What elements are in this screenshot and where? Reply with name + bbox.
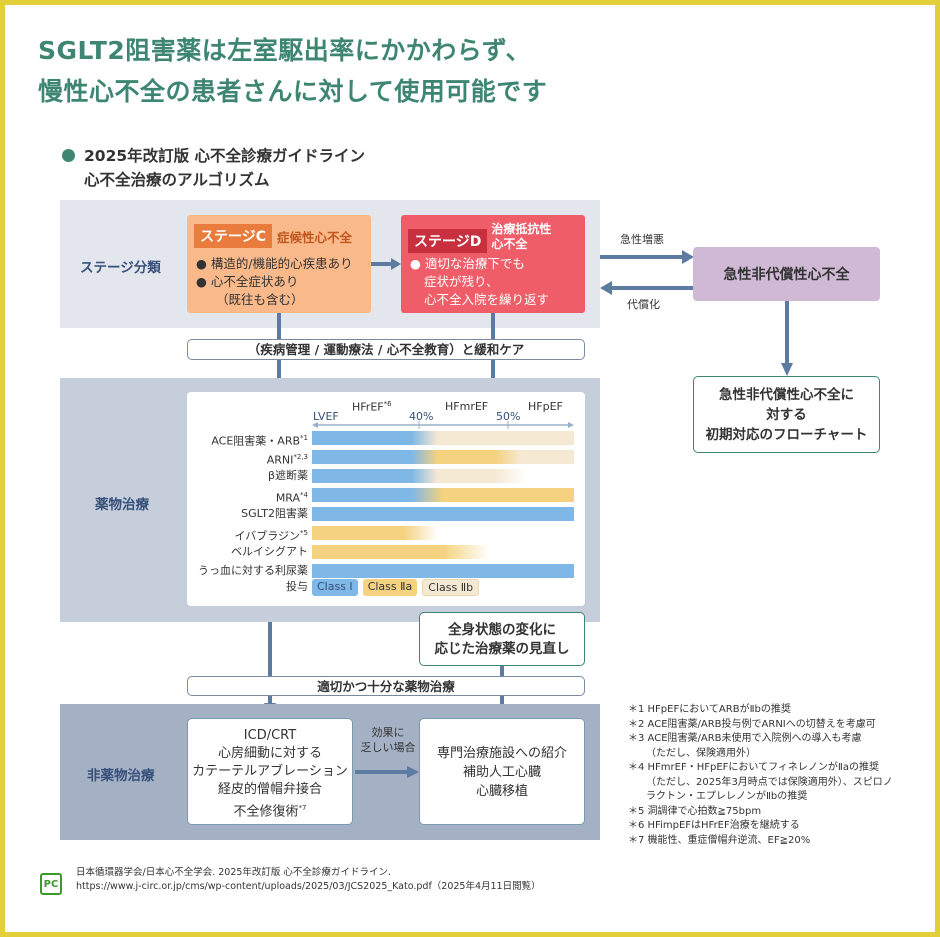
footnotes: ＊1 HFpEFにおいてARBがⅡbの推奨 ＊2 ACE阻害薬/ARB投与例でA… <box>628 704 893 846</box>
drug-label-vericiguat: ベルイシグアト <box>231 545 308 558</box>
care-pill: （疾病管理 / 運動療法 / 心不全教育）と緩和ケア <box>187 339 585 360</box>
stage-c-tag: ステージC <box>194 224 272 248</box>
bar-vericiguat <box>312 545 574 559</box>
lvef-axis-line <box>312 421 574 429</box>
specialist-referral-box: 専門治療施設への紹介 補助人工心臓 心臓移植 <box>419 718 585 825</box>
drug-label-sglt2: SGLT2阻害薬 <box>241 507 308 520</box>
legend-class2a: Class Ⅱa <box>362 579 418 596</box>
bullet-dot <box>62 149 75 162</box>
drug-label-mra: MRA*4 <box>275 491 308 505</box>
stage-c-box: ステージC 症候性心不全 ● 構造的/機能的心疾患あり ● 心不全症状あり （既… <box>187 215 371 313</box>
citation: 日本循環器学会/日本心不全学会. 2025年改訂版 心不全診療ガイドライン. h… <box>76 867 541 892</box>
axis-hfmref: HFmrEF <box>445 400 489 413</box>
class-legend: Class Ⅰ Class Ⅱa Class Ⅱb <box>312 579 480 596</box>
stage-d-tag: ステージD <box>408 229 488 253</box>
algorithm-subtitle: 2025年改訂版 心不全診療ガイドライン 心不全治療のアルゴリズム <box>84 147 366 189</box>
device-therapy-box: ICD/CRT 心房細動に対する カテーテルアブレーション 経皮的僧帽弁接合 不… <box>187 718 353 825</box>
stage-c-name: 症候性心不全 <box>277 229 353 245</box>
legend-class2b: Class Ⅱb <box>422 579 480 596</box>
worsening-label: 急性増悪 <box>620 233 664 246</box>
drug-label-beta-blocker: β遮断薬 <box>267 469 308 482</box>
drug-label-arni: ARNI*2,3 <box>266 453 308 467</box>
medication-review-box: 全身状態の変化に 応じた治療薬の見直し <box>419 612 585 666</box>
bar-beta-blocker <box>312 469 574 483</box>
legend-class1: Class Ⅰ <box>312 579 358 596</box>
arrow-drug-down-left <box>264 622 276 715</box>
drug-label-ivabradine: イバブラジン*5 <box>234 529 308 543</box>
drug-label-diuretic: うっ血に対する利尿薬投与 <box>198 564 308 593</box>
drug-label-acei-arb: ACE阻害薬・ARB*1 <box>211 434 308 448</box>
bar-acei-arb <box>312 431 574 445</box>
bar-diuretic <box>312 564 574 578</box>
acute-decompensated-box: 急性非代償性心不全 <box>693 247 880 301</box>
acute-arrows <box>600 250 694 295</box>
stage-section-label: ステージ分類 <box>80 260 161 276</box>
axis-lvef: LVEF <box>313 410 339 423</box>
bar-sglt2 <box>312 507 574 521</box>
axis-hfref: HFrEF*6 <box>352 400 392 414</box>
arrow-to-flowchart <box>781 301 793 376</box>
ineffective-label: 効果に 乏しい場合 <box>360 726 416 754</box>
bar-ivabradine <box>312 526 574 540</box>
axis-50: 50% <box>496 410 521 423</box>
arrow-c-to-d <box>371 258 401 270</box>
page-title: SGLT2阻害薬は左室駆出率にかかわらず、 慢性心不全の患者さんに対して使用可能… <box>38 36 548 106</box>
stage-d-box: ステージD 治療抵抗性 心不全 ● 適切な治療下でも 症状が残り、 心不全入院を… <box>401 215 585 313</box>
drug-labels: ACE阻害薬・ARB*1 ARNI*2,3 β遮断薬 MRA*4 SGLT2阻害… <box>190 430 308 593</box>
stage-c-description: ● 構造的/機能的心疾患あり ● 心不全症状あり （既往も含む） <box>196 256 353 307</box>
axis-hfpef: HFpEF <box>528 400 563 413</box>
stage-d-name: 治療抵抗性 心不全 <box>491 222 552 251</box>
drug-section-label: 薬物治療 <box>95 497 149 513</box>
arrow-to-specialist <box>355 766 419 778</box>
stage-d-description: ● 適切な治療下でも 症状が残り、 心不全入院を繰り返す <box>410 256 550 307</box>
bar-mra <box>312 488 574 502</box>
adequate-therapy-pill: 適切かつ十分な薬物治療 <box>187 676 585 696</box>
initial-response-flowchart-box[interactable]: 急性非代償性心不全に 対する 初期対応のフローチャート <box>693 376 880 453</box>
bar-arni <box>312 450 574 464</box>
compensation-label: 代償化 <box>627 298 660 311</box>
pc-logo: PC <box>40 873 62 895</box>
nondrug-section-label: 非薬物治療 <box>87 768 155 784</box>
axis-40: 40% <box>409 410 434 423</box>
drug-bars <box>312 431 574 578</box>
